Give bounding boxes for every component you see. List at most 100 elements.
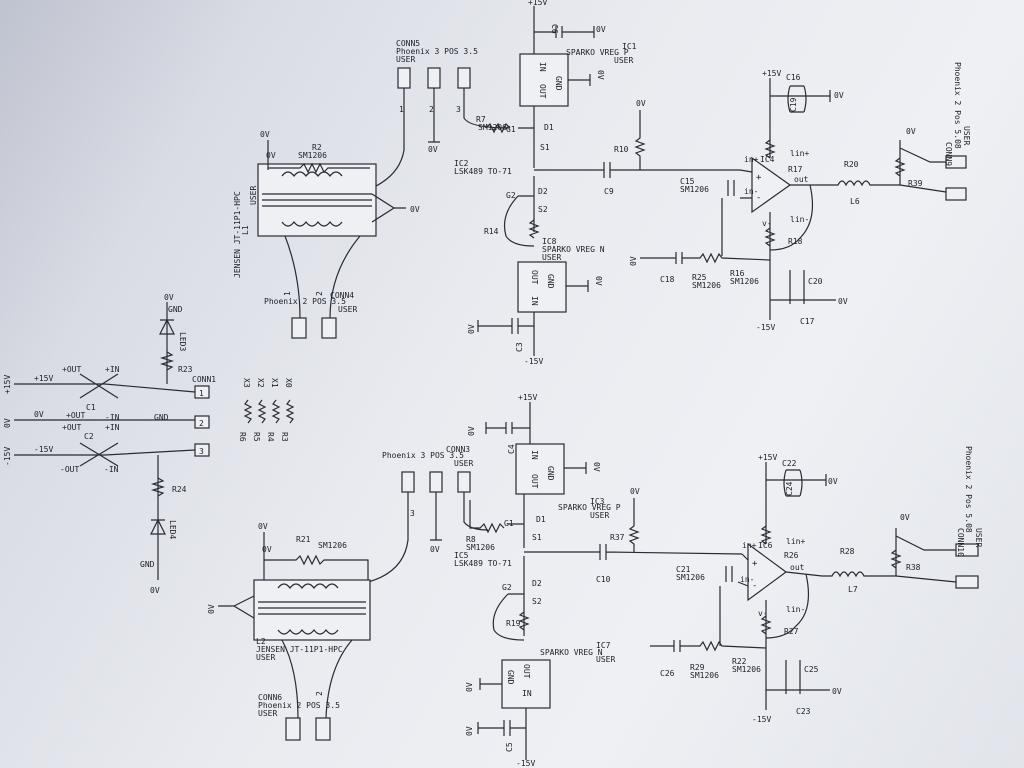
conn9-pin1 (945, 155, 967, 169)
conn3-0v: 0V (430, 545, 440, 554)
ic3-0v: 0V (592, 462, 601, 472)
conn10-user: USER (974, 528, 983, 547)
rail-0v-text: 0V (34, 410, 44, 419)
ic6-in-plus: in+ (742, 541, 757, 550)
conn6-label: CONN6 (258, 693, 282, 702)
r25-label: R25 (692, 273, 707, 282)
rail-label-m15: -15V (3, 447, 12, 466)
c18-label: C18 (660, 275, 675, 284)
led3-gnd: GND (168, 305, 183, 314)
channel-2: CONN3 Phoenix 3 POS 3.5 USER 3 0V 0V L2 … (207, 393, 983, 768)
led3-label: LED3 (178, 332, 187, 351)
ic6-lin-minus: lin- (786, 605, 805, 614)
conn3-user: USER (454, 459, 473, 468)
c15-label: C15 (680, 177, 695, 186)
c15-value: SM1206 (680, 185, 709, 194)
ic7-m15: -15V (516, 759, 535, 768)
conn3-pin3 (457, 471, 471, 493)
g1-label: G1 (506, 125, 516, 134)
conn1-pin1 (194, 385, 210, 399)
r21-label: R21 (296, 535, 311, 544)
r10-label: R10 (614, 145, 629, 154)
ic3-type: SPARKO VREG P (558, 503, 621, 512)
conn4-num1: 1 (283, 291, 292, 296)
ic3-in: IN (530, 450, 539, 460)
conn10-pin1 (955, 543, 979, 557)
l1-type: JENSEN JT-11P1-HPC (233, 191, 242, 278)
s2-label: S2 (538, 205, 548, 214)
led3-0v: 0V (164, 293, 174, 302)
ic7-gnd: GND (506, 670, 515, 685)
conn4-pin1 (291, 317, 307, 339)
r23-label: R23 (178, 365, 193, 374)
input-power-section: +15V +15V 0V 0V -15V -15V +OUT +IN C1 +O… (3, 293, 295, 595)
c20-label: C20 (808, 277, 823, 286)
conn5-num1: 1 (399, 105, 404, 114)
ic3-gnd: GND (546, 466, 555, 481)
x0-label: X0 (284, 378, 293, 388)
c22-label: C22 (782, 459, 797, 468)
c2-in-plus: +IN (105, 423, 120, 432)
rail-label-0v: 0V (3, 418, 12, 428)
r21-0v-a: 0V (258, 522, 268, 531)
ic1-type: SPARKO VREG P (566, 48, 629, 57)
ic5-g1: G1 (504, 519, 514, 528)
ic1-out: OUT (538, 84, 547, 99)
ic7-0v: 0V (465, 682, 474, 692)
r37-0v: 0V (630, 487, 640, 496)
ic7-in: IN (522, 689, 532, 698)
conn5-type: Phoenix 3 POS 3.5 (396, 47, 478, 56)
ic4-pin-plus-sym: + (756, 173, 762, 183)
c1-in-minus: -IN (105, 413, 120, 422)
conn5-pin3 (457, 67, 471, 89)
ic2-label: IC2 (454, 159, 469, 168)
l1-user: USER (249, 186, 258, 205)
l2-0v: 0V (207, 604, 216, 614)
r39-label: R39 (908, 179, 923, 188)
ic8-label: IC8 (542, 237, 557, 246)
r2-label: R2 (312, 143, 322, 152)
ic7-user: USER (596, 655, 615, 664)
ic3-out: OUT (530, 474, 539, 489)
ic7-out: OUT (522, 664, 531, 679)
c1-out-plus: +OUT (62, 365, 81, 374)
ic3-regulator (515, 443, 565, 495)
c1-out-minus: +OUT (66, 411, 85, 420)
conn5-0v: 0V (428, 145, 438, 154)
r16-label: R16 (730, 269, 745, 278)
ic4-lin-plus: lin+ (790, 149, 809, 158)
r29-label: R29 (690, 663, 705, 672)
ic6-minus-sym: - (752, 581, 757, 591)
r25-value: SM1206 (692, 281, 721, 290)
conn5-user: USER (396, 55, 415, 64)
conn1-pin2-num: 2 (199, 419, 204, 428)
s1-label: S1 (540, 143, 550, 152)
conn9-user: USER (962, 126, 971, 145)
r5-label: R5 (252, 432, 261, 442)
r28-label: R28 (840, 547, 855, 556)
conn6-pin1 (285, 717, 301, 741)
conn5-pin2 (427, 67, 441, 89)
r7-value: SM1206 (478, 123, 507, 132)
conn4-label: CONN4 (330, 291, 354, 300)
ic6-m15: -15V (752, 715, 771, 724)
c2-in-minus: -IN (104, 465, 119, 474)
ic6-out: out (790, 563, 805, 572)
conn9-label: CONN9 (944, 142, 953, 166)
ic3-label: IC3 (590, 497, 605, 506)
c4-label: C4 (507, 444, 516, 454)
r3-label: R3 (280, 432, 289, 442)
conn9-type: Phoenix 2 Pos 5.08 (953, 62, 962, 149)
x2-label: X2 (256, 378, 265, 388)
gnd-label-mid: GND (154, 413, 169, 422)
l2-transformer (253, 579, 371, 641)
r24-label: R24 (172, 485, 187, 494)
r22-label: R22 (732, 657, 747, 666)
rail-label-p15: +15V (3, 375, 12, 394)
c18-0v: 0V (629, 256, 638, 266)
conn5-num3: 3 (456, 105, 461, 114)
conn5-pin1 (397, 67, 411, 89)
conn3-type: Phoenix 3 POS 3.5 (382, 451, 464, 460)
ic3-user: USER (590, 511, 609, 520)
ic4-lin-minus: lin- (790, 215, 809, 224)
